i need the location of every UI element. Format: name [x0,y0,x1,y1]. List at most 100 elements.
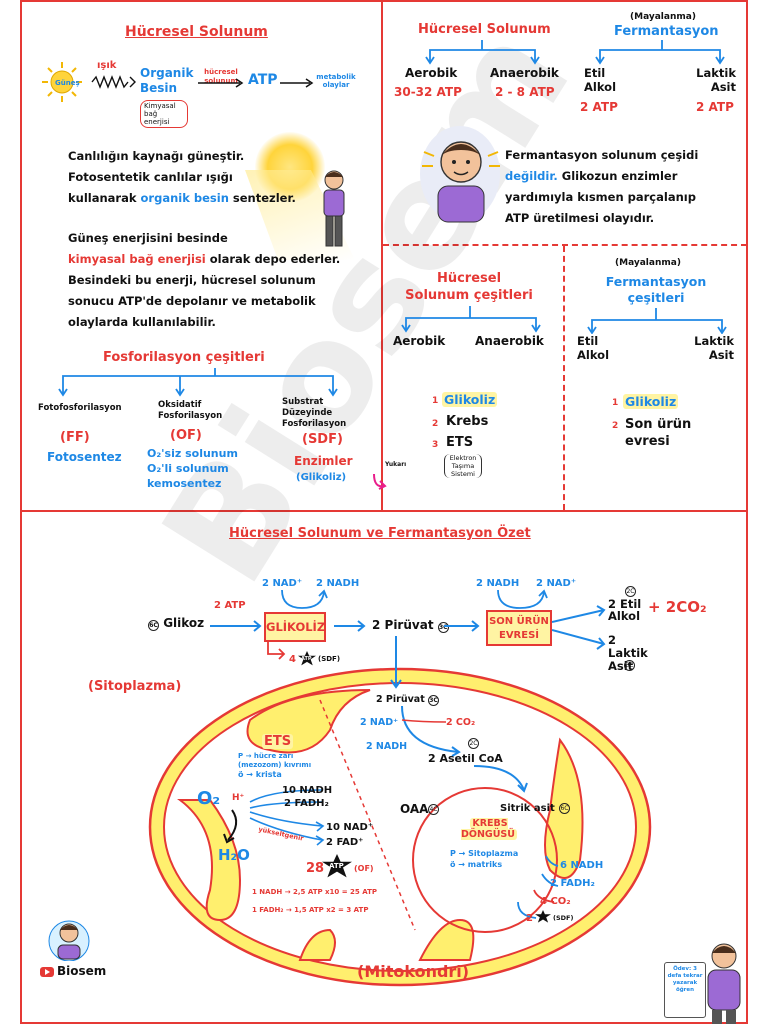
phos-tree-lines [58,368,338,397]
arrow-to-metabolic [280,78,314,88]
para2-line4: sonucu ATP'de depolanır ve metabolik [68,294,316,308]
krebs-e-label: ö → matriks [450,860,503,869]
ex-enzymes: Enzimler [294,454,353,468]
para1-line3: kullanarak organik besin sentezler. [68,188,296,209]
acetyl-to-citric-arrow [473,765,528,793]
homework-sign: Ödev: 3 defa tekrar yazarak öğren [664,962,706,1018]
nad-loop-arrow [281,589,328,609]
glucose-row: 6C Glikoz [148,616,204,631]
lactic-label: Laktik Asit [696,66,736,94]
up-label: Yukarı [385,461,407,468]
fadh2-label: 2 FADH₂ [284,798,329,809]
nadh-in2-label: 2 NADH [476,578,520,589]
calc-line1: 1 NADH → 2,5 ATP x10 = 25 ATP [252,888,377,896]
ferm-desc-line4: ATP üretilmesi olayıdır. [505,211,655,225]
pyruvate-to-acetyl-arrows [401,706,461,757]
p4-step1-num: 1 [612,398,619,408]
phos2-label: Oksidatif Fosforilasyon [158,400,223,421]
panel3-title: Hücresel Solunum çeşitleri [405,271,533,303]
step3-ets: ETS [446,435,474,450]
ethyl-atp: 2 ATP [580,100,618,114]
nadh10-label: 10 NADH [282,785,333,796]
atp-label: ATP [248,72,278,88]
krebs-label-text: KREBS DÖNGÜSÜ [461,818,517,840]
resp-tree [425,40,725,65]
krebs-p-label: P → Sitoplazma [450,849,519,858]
p4-step1-text: Glikoliz [623,394,679,409]
c3-lactic-badge-icon: 3C [624,660,635,671]
abbr-of: (OF) [170,428,202,443]
ets-e-label: ö → krista [238,770,282,779]
hplus-label: H⁺ [232,793,245,803]
step1-glycolysis: Glikoliz [442,392,498,407]
youtube-play-icon [45,969,50,975]
krebs-fadh: 2 FADH₂ [550,878,595,889]
ferm-title: Fermantasyon [614,24,719,39]
sun-icon [42,62,82,102]
ethyl-label: Etil Alkol [584,66,617,94]
c3-mito-badge-icon: 3C [428,695,440,706]
mito-pyruvate-text: 2 Pirüvat [376,694,425,705]
atp-out-arrow [267,642,286,660]
glycolysis-box: GLİKOLİZ [264,612,326,642]
ferm-desc-glucose: Glikozun enzimler [561,169,678,183]
ets-note: Elektron Taşıma Sistemi [444,454,482,478]
nad-loop2-arrow [497,589,548,609]
c6-badge-icon: 6C [559,803,570,814]
atp-sdf-count: 4 [289,654,296,665]
avatar-icon [422,141,500,223]
anaerobic-text: Anaerobik [490,66,559,80]
krebs-output-arrows [517,855,559,919]
nad10-label: 10 NAD⁺ [326,822,374,833]
ex-glycolysis: (Glikoliz) [296,472,347,483]
o2-label: O₂ [197,788,221,809]
co2-product: + 2CO₂ [648,598,707,616]
panel4-sub: (Mayalanma) [615,258,681,268]
ferm-sub: (Mayalanma) [630,12,696,22]
para2-line3: Besindeki bu enerji, hücresel solunum [68,273,316,287]
abbr-ff: (FF) [60,430,90,445]
light-label: ışık [97,60,117,71]
panel1-title: Hücresel Solunum [125,24,268,40]
nadh-mito: 2 NADH [366,741,408,752]
divider-horizontal [383,244,747,246]
calc-line2: 1 FADH₂ → 1,5 ATP x2 = 3 ATP [252,906,369,914]
brand-avatar-icon [48,920,90,961]
phos-title: Fosforilasyon çeşitleri [103,350,265,365]
aerobic-label: Aerobik [405,66,458,80]
arrows-end-products [552,605,606,650]
ets-label: ETS [262,734,294,749]
ets-electron-arrows [249,789,325,846]
panel4-ethyl: Etil Alkol [577,334,610,362]
mito-pyruvate: 2 Pirüvat 3C [376,694,440,706]
para2-line1: Güneş enerjisini besinde [68,231,228,245]
light-wave-arrow [91,75,136,89]
step1-text: Glikoliz [442,392,498,407]
c3-badge-icon: 3C [437,622,449,633]
p4-step2-num: 2 [612,421,619,431]
person-icon [323,170,345,247]
lactic-atp: 2 ATP [696,100,734,114]
of-label: (OF) [354,864,374,873]
sun-label: Güneş [55,79,80,87]
ex-anaerobic: O₂'siz solunum [147,447,238,460]
brand-name: Biosem [57,964,107,978]
panel3-anaerobic: Anaerobik [475,334,544,348]
atp-star-label: ATP [301,656,312,662]
c2-acetyl-badge-icon: 2C [468,738,479,749]
ferm-desc-not: değildir. [505,169,558,183]
phos3-label: Substrat Düzeyinde Fosforilasyon [282,397,347,429]
mito-label: (Mitokondri) [357,962,470,981]
krebs-label: KREBS DÖNGÜSÜ [455,818,523,840]
panel4-lactic: Laktik Asit [694,334,734,362]
ets-p-label: P → hücre zarı (mezozom) kıvrımı [238,752,312,769]
ex-chemosynthesis: kemosentez [147,477,222,490]
step3-num: 3 [432,440,439,450]
arrow-into-mito [390,636,402,689]
panel4-tree [587,308,727,334]
nad-mito: 2 NAD⁺ [360,717,399,728]
up-arrow-icon[interactable] [370,470,392,492]
ex-photosynthesis: Fotosentez [47,450,122,464]
ets-label-text: ETS [262,734,294,749]
co2-mito: 2 CO₂ [446,717,476,728]
